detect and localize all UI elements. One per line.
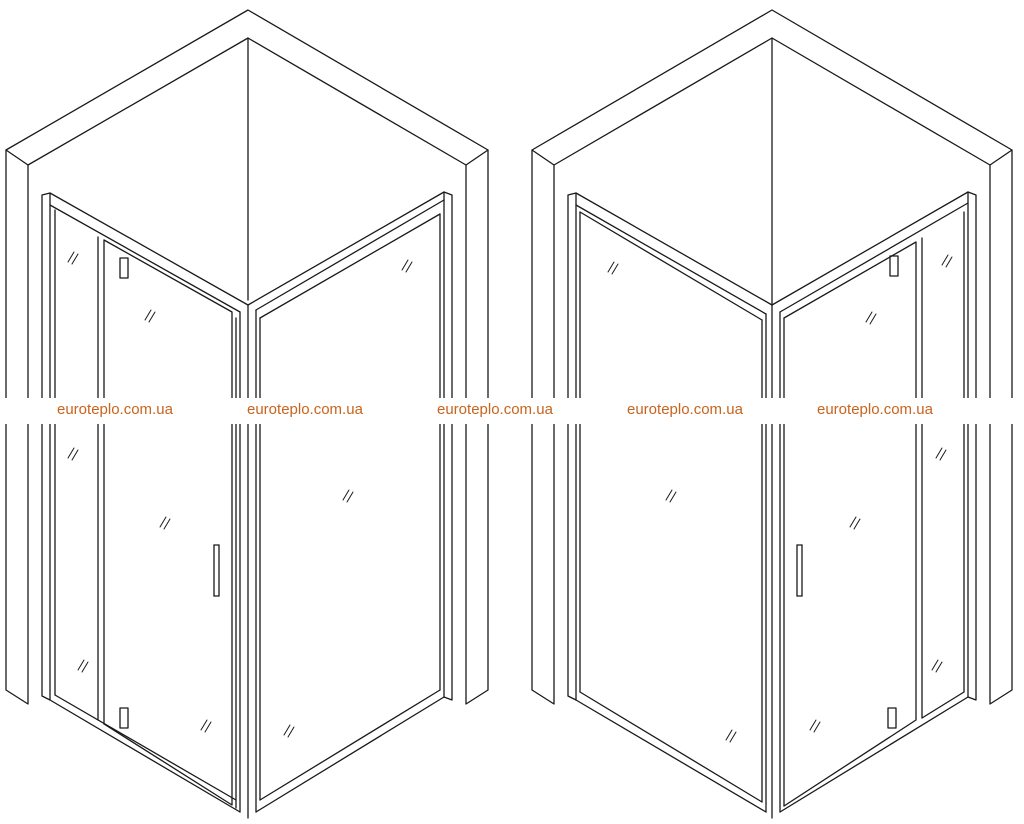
right-door-panel — [771, 191, 977, 813]
watermark-text: euroteplo.com.ua — [817, 401, 933, 418]
glass-reflection-marks — [67, 251, 212, 733]
right-corner-walls — [531, 9, 1013, 705]
right-enclosure-drawing — [531, 9, 1013, 819]
watermark-text: euroteplo.com.ua — [57, 401, 173, 418]
watermark-text: euroteplo.com.ua — [437, 401, 553, 418]
right-side-panel — [567, 192, 773, 819]
left-corner-walls — [5, 9, 489, 705]
glass-reflection-marks — [607, 261, 737, 743]
glass-reflection-marks — [809, 254, 953, 733]
watermark-band — [0, 398, 1024, 424]
watermark-text: euroteplo.com.ua — [627, 401, 743, 418]
glass-reflection-marks — [283, 259, 413, 738]
watermark-text: euroteplo.com.ua — [247, 401, 363, 418]
left-door-panel — [41, 192, 249, 819]
left-side-panel — [247, 191, 453, 813]
